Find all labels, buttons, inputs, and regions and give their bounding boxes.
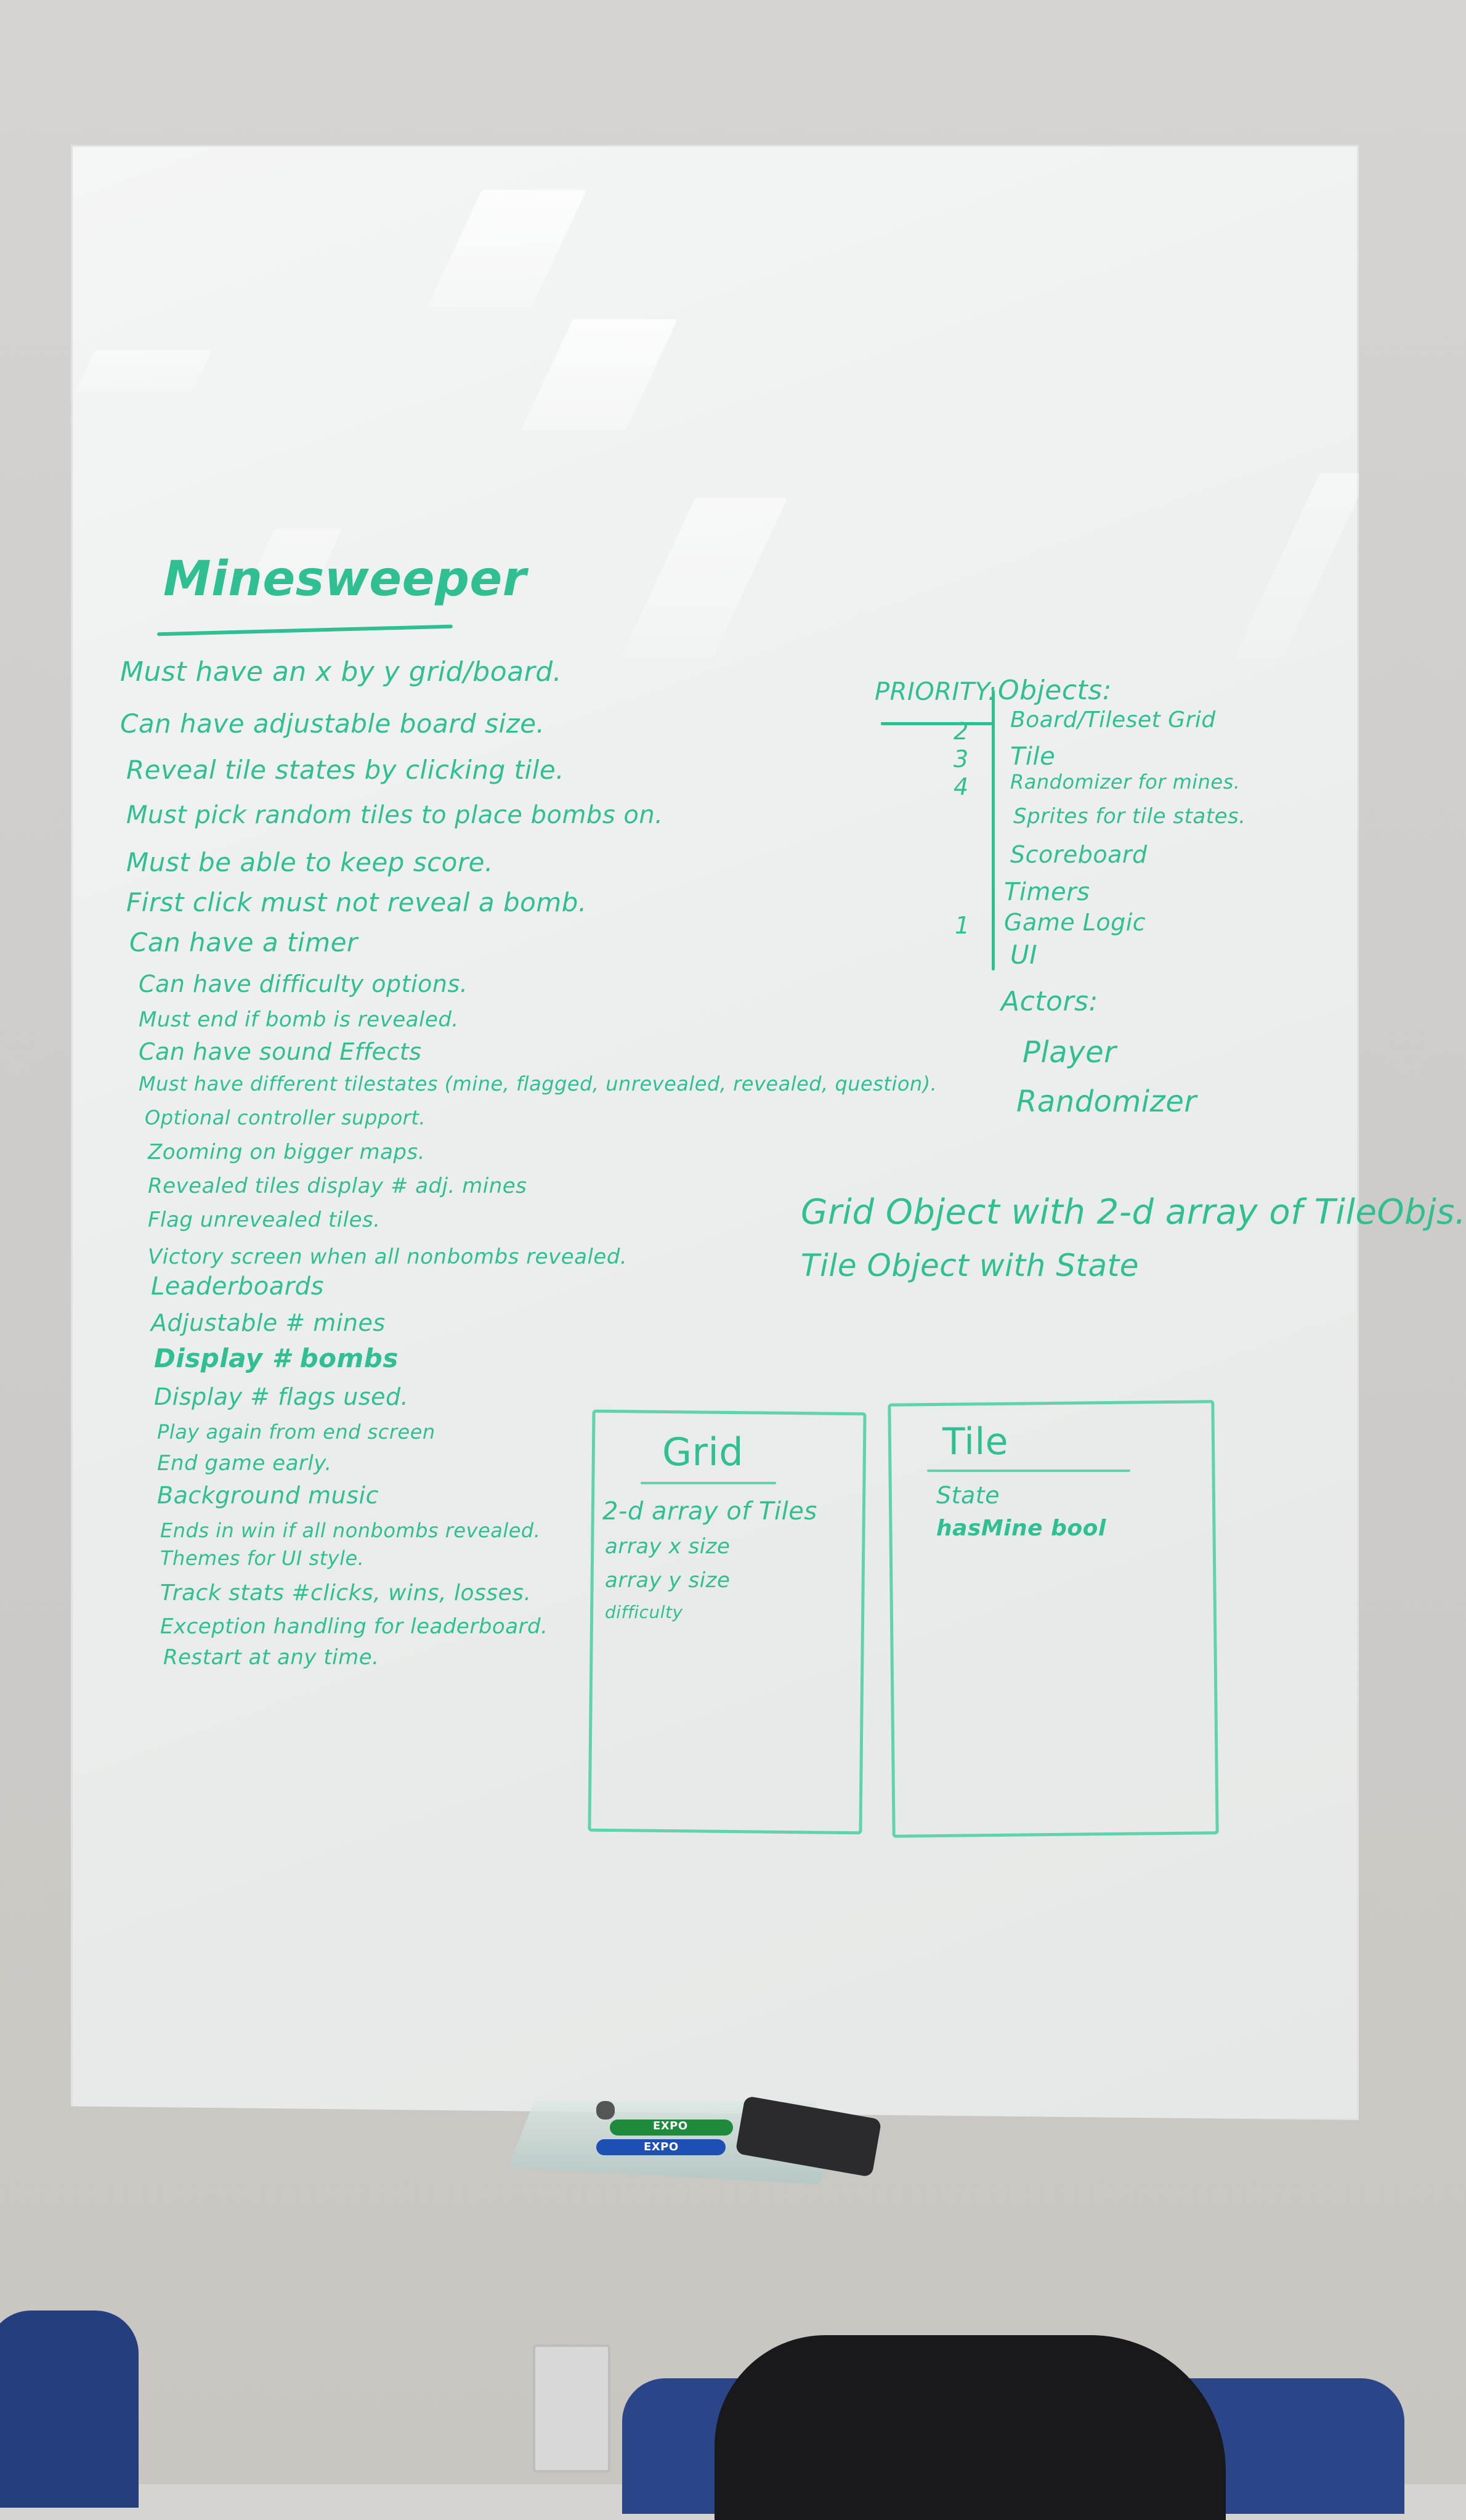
whiteboard (71, 145, 1359, 2120)
wall-switch-plate (533, 2344, 610, 2473)
object-item: Tile (1010, 742, 1056, 771)
grid-field: 2-d array of Tiles (602, 1497, 817, 1526)
list-item: End game early. (157, 1451, 332, 1476)
list-item: Play again from end screen (157, 1420, 435, 1444)
tile-object-note: Tile Object with State (801, 1248, 1140, 1283)
chair-left (0, 2311, 139, 2508)
green-marker[interactable] (610, 2120, 733, 2136)
list-item: First click must not reveal a bomb. (126, 887, 587, 917)
actor-item: Player (1023, 1035, 1117, 1070)
actor-item: Randomizer (1016, 1084, 1197, 1119)
tile-class-box (888, 1400, 1219, 1838)
light-reflection (521, 319, 678, 430)
actors-header: Actors: (1001, 986, 1098, 1017)
list-item: Can have difficulty options. (139, 970, 468, 998)
list-item: Revealed tiles display # adj. mines (148, 1174, 527, 1198)
priority-horizontal-line (881, 722, 995, 725)
object-item: Scoreboard (1010, 841, 1148, 868)
list-item: Display # bombs (154, 1343, 399, 1373)
list-item: Background music (157, 1482, 379, 1509)
list-item: Victory screen when all nonbombs reveale… (148, 1245, 628, 1269)
objects-header: Objects: (998, 675, 1112, 706)
list-item: Optional controller support. (145, 1106, 426, 1129)
list-item: Ends in win if all nonbombs revealed. (160, 1519, 541, 1542)
object-item: Timers (1004, 878, 1090, 906)
grid-field: difficulty (605, 1602, 683, 1622)
priority-number: 3 (954, 746, 969, 773)
light-reflection (1234, 473, 1359, 658)
light-reflection (427, 190, 587, 307)
light-reflection (75, 350, 213, 393)
backpack (715, 2335, 1226, 2520)
list-item: Themes for UI style. (160, 1547, 365, 1570)
object-item: Randomizer for mines. (1010, 770, 1241, 794)
list-item: Can have adjustable board size. (120, 709, 545, 739)
marker-cap (596, 2101, 615, 2120)
priority-header: PRIORITY: (875, 678, 997, 706)
list-item: Flag unrevealed tiles. (148, 1208, 381, 1232)
grid-field: array x size (605, 1534, 731, 1559)
tile-field: hasMine bool (936, 1516, 1106, 1541)
list-item: Zooming on bigger maps. (148, 1140, 426, 1164)
list-item: Adjustable # mines (151, 1309, 386, 1336)
object-item: UI (1010, 940, 1038, 970)
tile-field: State (936, 1482, 1000, 1509)
tile-title-underline (927, 1469, 1130, 1472)
object-item: Board/Tileset Grid (1010, 707, 1216, 733)
priority-number: 2 (954, 718, 969, 745)
list-item: Reveal tile states by clicking tile. (126, 755, 565, 785)
marker-brand-label: EXPO (653, 2120, 688, 2132)
list-item: Can have sound Effects (139, 1038, 422, 1065)
list-item: Display # flags used. (154, 1383, 409, 1410)
object-item: Sprites for tile states. (1013, 804, 1246, 829)
priority-vertical-line (992, 690, 995, 970)
grid-object-note: Grid Object with 2-d array of TileObjs. (801, 1192, 1466, 1232)
grid-title-underline (641, 1482, 776, 1484)
priority-number: 1 (955, 912, 970, 939)
list-item: Must pick random tiles to place bombs on… (126, 801, 663, 829)
list-item: Must have an x by y grid/board. (120, 656, 562, 688)
tile-box-title: Tile (942, 1420, 1009, 1463)
priority-number: 4 (954, 773, 969, 800)
list-item: Must end if bomb is revealed. (139, 1007, 459, 1032)
list-item: Track stats #clicks, wins, losses. (160, 1580, 532, 1606)
list-item: Must have different tilestates (mine, fl… (139, 1072, 938, 1095)
board-title: Minesweeper (163, 551, 527, 607)
list-item: Restart at any time. (163, 1645, 379, 1670)
grid-box-title: Grid (662, 1429, 744, 1474)
grid-field: array y size (605, 1568, 731, 1593)
list-item: Leaderboards (151, 1272, 324, 1301)
list-item: Must be able to keep score. (126, 847, 493, 877)
list-item: Can have a timer (129, 927, 358, 957)
blue-marker[interactable] (596, 2139, 726, 2155)
light-reflection (620, 498, 788, 658)
object-item: Game Logic (1004, 909, 1146, 936)
marker-brand-label: EXPO (644, 2140, 679, 2153)
list-item: Exception handling for leaderboard. (160, 1614, 548, 1639)
